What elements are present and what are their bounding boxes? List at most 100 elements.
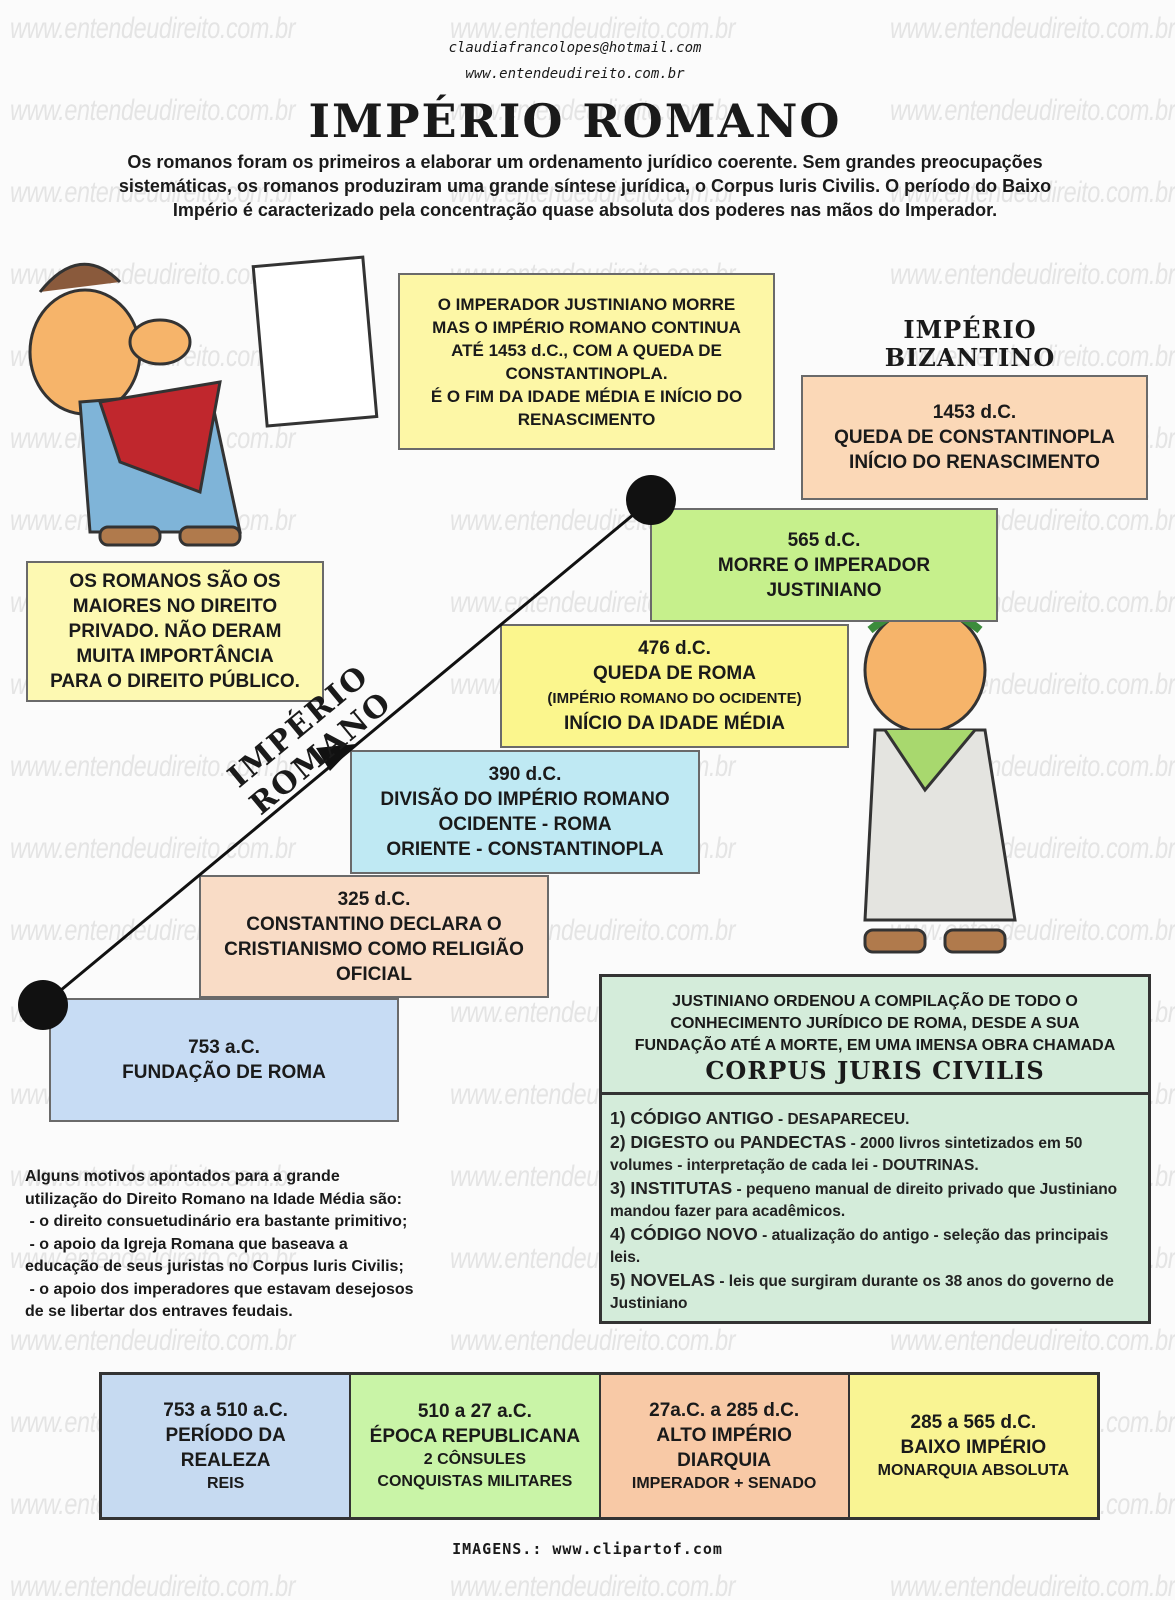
watermark-text: www.entendeudireito.com.br — [450, 94, 736, 127]
note-line: É O FIM DA IDADE MÉDIA E INÍCIO DO — [430, 386, 743, 406]
note-line: PRIVADO. NÃO DERAM — [68, 621, 282, 642]
motivos-line: - o apoio da Igreja Romana que baseava a — [25, 1235, 348, 1253]
corpus-item: 2) DIGESTO ou PANDECTAS - 2000 livros si… — [610, 1131, 1140, 1177]
corpus-item-text: - 2000 livros sintetizados em 50 volumes… — [610, 1135, 1083, 1174]
step-line: CONSTANTINO DECLARA O — [246, 913, 502, 935]
period-range: 27a.C. a 285 d.C. — [649, 1399, 800, 1421]
period-cell: 510 a 27 a.C. ÉPOCA REPUBLICANA 2 CÔNSULES… — [351, 1375, 601, 1517]
step-line: ORIENTE - CONSTANTINOPLA — [386, 839, 664, 860]
corpus-juris-box: JUSTINIANO ORDENOU A COMPILAÇÃO DE TODO … — [599, 974, 1151, 1324]
corpus-name: CORPUS JURIS CIVILIS — [705, 1056, 1045, 1085]
note-line: MAS O IMPÉRIO ROMANO CONTINUA — [432, 317, 741, 337]
note-line: OS ROMANOS SÃO OS — [69, 571, 281, 592]
watermark-text: www.entendeudireito.com.br — [10, 1324, 296, 1357]
step-line: DIVISÃO DO IMPÉRIO ROMANO — [380, 789, 670, 810]
timeline-arrow — [18, 475, 676, 1030]
motivos-line: de se libertar dos entraves feudais. — [25, 1303, 293, 1320]
note-line: RENASCIMENTO — [517, 409, 656, 429]
period-title: BAIXO IMPÉRIO — [900, 1437, 1047, 1458]
corpus-items: 1) CÓDIGO ANTIGO - DESAPARECEU.2) DIGEST… — [602, 1095, 1148, 1315]
watermark-text: www.entendeudireito.com.br — [10, 176, 296, 209]
author-email: claudiafrancolopes@hotmail.com — [448, 40, 702, 56]
note-line: CONSTANTINOPLA. — [505, 363, 668, 383]
motivos-line: educação de seus juristas no Corpus Iuri… — [25, 1258, 404, 1275]
watermark-text: www.entendeudireito.com.br — [10, 832, 296, 865]
step-date: 1453 d.C. — [932, 402, 1017, 423]
timeline-step-565dC: 565 d.C. MORRE O IMPERADOR JUSTINIANO — [650, 508, 998, 622]
note-line: MAIORES NO DIREITO — [72, 596, 278, 617]
step-line: FUNDAÇÃO DE ROMA — [122, 1062, 326, 1083]
step-line: OFICIAL — [336, 963, 412, 985]
step-line: CRISTIANISMO COMO RELIGIÃO — [224, 938, 524, 960]
motivos-line: - o direito consuetudinário era bastante… — [25, 1213, 408, 1230]
step-line: JUSTINIANO — [766, 579, 882, 601]
step-line: INÍCIO DO RENASCIMENTO — [849, 452, 1100, 473]
step-line: QUEDA DE CONSTANTINOPLA — [834, 427, 1115, 448]
watermark-text: www.entendeudireito.com.br — [10, 1242, 296, 1275]
corpus-item: 5) NOVELAS - leis que surgiram durante o… — [610, 1269, 1140, 1315]
period-sub: IMPERADOR + SENADO — [631, 1474, 817, 1492]
note-line: PARA O DIREITO PÚBLICO. — [50, 671, 300, 692]
corpus-item-text: - atualização do antigo - seleção das pr… — [610, 1227, 1109, 1266]
watermark-text: www.entendeudireito.com.br — [890, 1324, 1175, 1357]
intro-paragraph: Os romanos foram os primeiros a elaborar… — [118, 152, 1052, 220]
corpus-item-text: - DESAPARECEU. — [773, 1111, 910, 1128]
timeline-step-753aC: 753 a.C. FUNDAÇÃO DE ROMA — [49, 998, 399, 1122]
period-range: 510 a 27 a.C. — [417, 1401, 532, 1422]
bizantino-label-line2: BIZANTINO — [884, 343, 1056, 372]
note-justiniano-morre: O IMPERADOR JUSTINIANO MORRE MAS O IMPÉRI… — [398, 273, 775, 450]
watermark-text: www.entendeudireito.com.br — [450, 1570, 736, 1600]
corpus-item: 1) CÓDIGO ANTIGO - DESAPARECEU. — [610, 1107, 1140, 1131]
timeline-end-dot — [626, 475, 676, 525]
timeline-arrowhead — [316, 744, 356, 771]
step-date: 565 d.C. — [787, 529, 861, 551]
step-line: QUEDA DE ROMA — [593, 663, 756, 684]
period-range: 285 a 565 d.C. — [910, 1412, 1037, 1433]
watermark-text: www.entendeudireito.com.br — [450, 1324, 736, 1357]
timeline-step-476dC: 476 d.C. QUEDA DE ROMA (IMPÉRIO ROMANO DO … — [500, 624, 849, 748]
corpus-item-text: - leis que surgiram durante os 38 anos d… — [610, 1273, 1114, 1312]
corpus-item-text: - pequeno manual de direito privado que … — [610, 1181, 1118, 1220]
corpus-item-head: 5) NOVELAS — [610, 1270, 716, 1290]
watermark-text: www.entendeudireito.com.br — [450, 12, 736, 45]
period-sub: CONQUISTAS MILITARES — [377, 1473, 573, 1490]
corpus-item-head: 4) CÓDIGO NOVO — [610, 1224, 758, 1244]
watermark-text: www.entendeudireito.com.br — [890, 94, 1175, 127]
timeline-step-1453dC: 1453 d.C. QUEDA DE CONSTANTINOPLA INÍCIO D… — [801, 375, 1148, 500]
note-line: MUITA IMPORTÂNCIA — [76, 646, 274, 667]
watermark-text: www.entendeudireito.com.br — [890, 12, 1175, 45]
step-line: OCIDENTE - ROMA — [438, 814, 612, 835]
step-date: 476 d.C. — [638, 638, 711, 659]
watermark-text: www.entendeudireito.com.br — [10, 1570, 296, 1600]
watermark-text: www.entendeudireito.com.br — [10, 12, 296, 45]
timeline-start-dot — [18, 980, 68, 1030]
note-line: O IMPERADOR JUSTINIANO MORRE — [437, 294, 736, 314]
period-title: REALEZA — [180, 1449, 271, 1471]
site-url: www.entendeudireito.com.br — [465, 66, 685, 82]
step-line: (IMPÉRIO ROMANO DO OCIDENTE) — [547, 690, 802, 707]
corpus-item-head: 1) CÓDIGO ANTIGO — [610, 1108, 774, 1128]
step-date: 753 a.C. — [188, 1037, 260, 1058]
period-title: DIARQUIA — [677, 1449, 772, 1471]
watermark-text: www.entendeudireito.com.br — [10, 94, 296, 127]
corpus-intro: JUSTINIANO ORDENOU A COMPILAÇÃO DE TODO … — [602, 977, 1148, 1095]
motivos-line: Alguns motivos apontados para a grande — [25, 1168, 340, 1185]
note-line: ATÉ 1453 d.C., COM A QUEDA DE — [451, 340, 722, 360]
bizantino-label: IMPÉRIO BIZANTINO — [840, 316, 1100, 372]
image-credit: IMAGENS.: www.clipartof.com — [452, 1540, 723, 1558]
watermark-text: www.entendeudireito.com.br — [10, 750, 296, 783]
watermark-text: www.entendeudireito.com.br — [890, 340, 1175, 373]
bizantino-label-line1: IMPÉRIO — [903, 315, 1037, 344]
watermark-text: www.entendeudireito.com.br — [890, 176, 1175, 209]
roman-with-scroll-illustration — [28, 255, 379, 547]
period-title: ÉPOCA REPUBLICANA — [369, 1426, 581, 1447]
step-line: MORRE O IMPERADOR — [717, 554, 931, 576]
corpus-item: 3) INSTITUTAS - pequeno manual de direit… — [610, 1177, 1140, 1223]
corpus-intro-line: JUSTINIANO ORDENOU A COMPILAÇÃO DE TODO … — [672, 993, 1078, 1010]
period-sub: 2 CÔNSULES — [423, 1451, 526, 1468]
step-line: INÍCIO DA IDADE MÉDIA — [564, 713, 785, 734]
